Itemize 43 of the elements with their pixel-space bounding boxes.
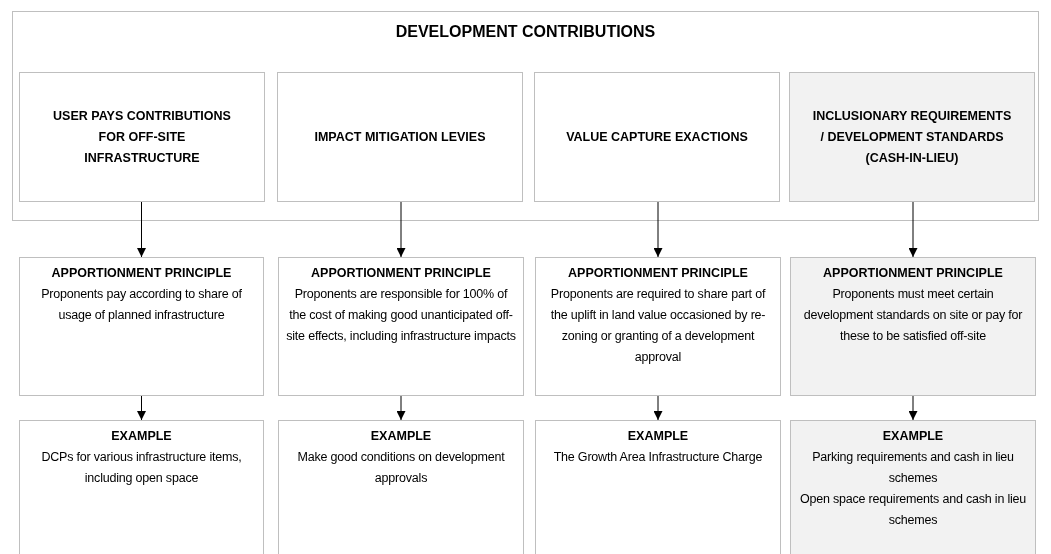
arrow xyxy=(653,201,663,258)
box-heading: EXAMPLE xyxy=(111,428,172,445)
process-box xyxy=(535,420,781,554)
process-box xyxy=(278,420,524,554)
box-description: Proponents are responsible for 100% of the cost of making good unanticipated off-site effects, including infrastructure impacts xyxy=(285,286,517,345)
category-heading: INCLUSIONARY REQUIREMENTS / DEVELOPMENT STANDARDS (CASH-IN-LIEU) xyxy=(812,107,1012,167)
box-heading: APPORTIONMENT PRINCIPLE xyxy=(823,265,1003,282)
arrow xyxy=(396,395,406,421)
arrow xyxy=(137,201,146,258)
process-box xyxy=(278,257,524,396)
box-description: DCPs for various infrastructure items, including open space xyxy=(40,449,243,487)
category-heading: VALUE CAPTURE EXACTIONS xyxy=(566,128,748,146)
box-description: Proponents must meet certain development standards on site or pay for these to be satisfied off-site xyxy=(802,286,1024,345)
box-description: Parking requirements and cash in lieu schemes xyxy=(811,449,1015,487)
box-heading: EXAMPLE xyxy=(627,428,689,445)
box-heading: EXAMPLE xyxy=(370,428,432,445)
group-box xyxy=(12,11,1039,221)
box-description: The Growth Area Infrastructure Charge xyxy=(553,449,763,466)
process-box xyxy=(19,257,264,396)
arrow xyxy=(137,395,146,421)
process-box xyxy=(790,420,1036,554)
box-heading: APPORTIONMENT PRINCIPLE xyxy=(51,265,232,282)
box-description: Make good conditions on development approvals xyxy=(296,449,506,487)
box-heading: APPORTIONMENT PRINCIPLE xyxy=(311,265,491,282)
process-box xyxy=(19,420,264,554)
box-description: Proponents pay according to share of usage of planned infrastructure xyxy=(40,286,243,324)
category-heading: USER PAYS CONTRIBUTIONS FOR OFF-SITE INFRASTRUCTURE xyxy=(52,107,232,167)
box-heading: EXAMPLE xyxy=(882,428,944,445)
process-box xyxy=(534,72,780,202)
arrow xyxy=(653,395,663,421)
process-box xyxy=(790,257,1036,396)
process-box xyxy=(277,72,523,202)
arrow xyxy=(396,201,406,258)
arrow xyxy=(908,395,918,421)
process-box xyxy=(535,257,781,396)
box-heading: APPORTIONMENT PRINCIPLE xyxy=(568,265,748,282)
process-box xyxy=(789,72,1035,202)
category-heading: IMPACT MITIGATION LEVIES xyxy=(314,128,486,146)
box-description: Proponents are required to share part of the uplift in land value occasioned by re-zoning or granting of a development approval xyxy=(549,286,767,366)
box-description: Open space requirements and cash in lieu schemes xyxy=(798,491,1028,529)
process-box xyxy=(19,72,265,202)
group-heading: DEVELOPMENT CONTRIBUTIONS xyxy=(395,22,656,42)
arrow xyxy=(908,201,918,258)
